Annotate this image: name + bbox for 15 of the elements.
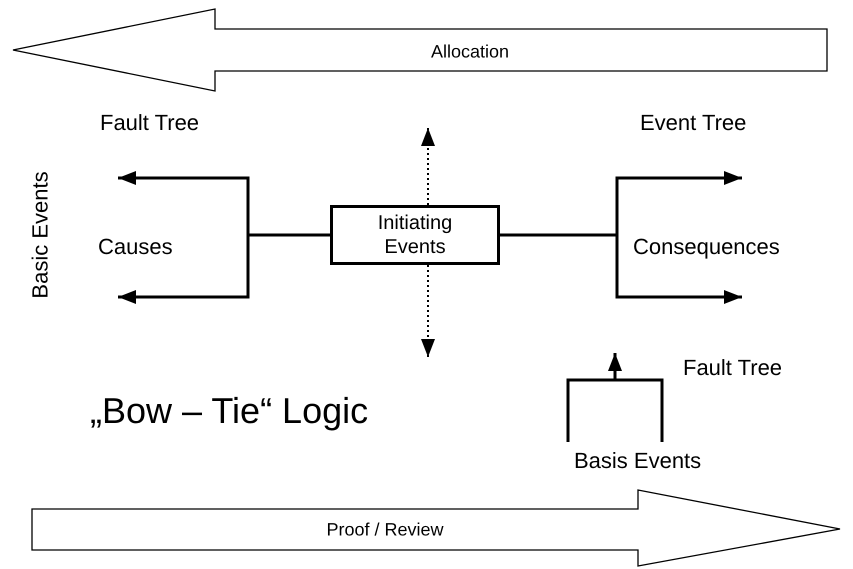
heading-text: Fault Tree — [683, 355, 782, 380]
arrow-label: Proof / Review — [326, 520, 444, 540]
side-text: Consequences — [633, 234, 780, 260]
heading-text: Fault Tree — [100, 110, 200, 136]
title-text: „Bow – Tie“ Logic — [90, 390, 368, 432]
bracket-arrow — [566, 352, 664, 444]
dotted-arrow — [421, 265, 435, 357]
dotted-arrow — [421, 128, 435, 205]
process-box: Initiating Events — [330, 205, 500, 265]
heading-text: Event Tree — [640, 110, 746, 136]
arrow — [118, 234, 330, 304]
axis-text: Basic Events — [27, 171, 53, 299]
side-text: Causes — [98, 234, 173, 260]
arrow-label: Allocation — [430, 42, 510, 62]
event-text: Basis Events — [574, 448, 702, 474]
